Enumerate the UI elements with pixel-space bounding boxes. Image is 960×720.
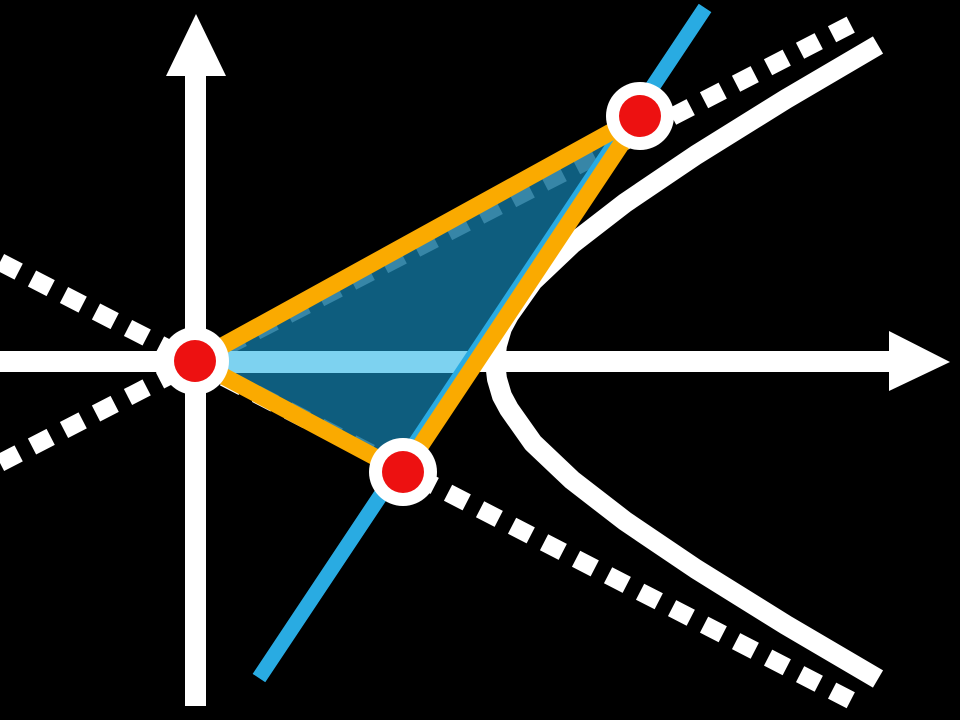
point-marker-center[interactable] [161,327,229,395]
point-marker-lower[interactable] [369,438,437,506]
point-marker-upper[interactable] [606,82,674,150]
axis-segment-highlight [213,351,477,373]
point-marker-center-dot [174,340,216,382]
point-marker-lower-dot [382,451,424,493]
point-marker-upper-dot [619,95,661,137]
triangle-border [186,107,649,481]
hyperbola-curve [485,36,884,688]
asymptote-tangent-triangle-fill [195,116,640,472]
y-axis-arrowhead [166,14,226,76]
x-axis-arrowhead [889,331,950,391]
